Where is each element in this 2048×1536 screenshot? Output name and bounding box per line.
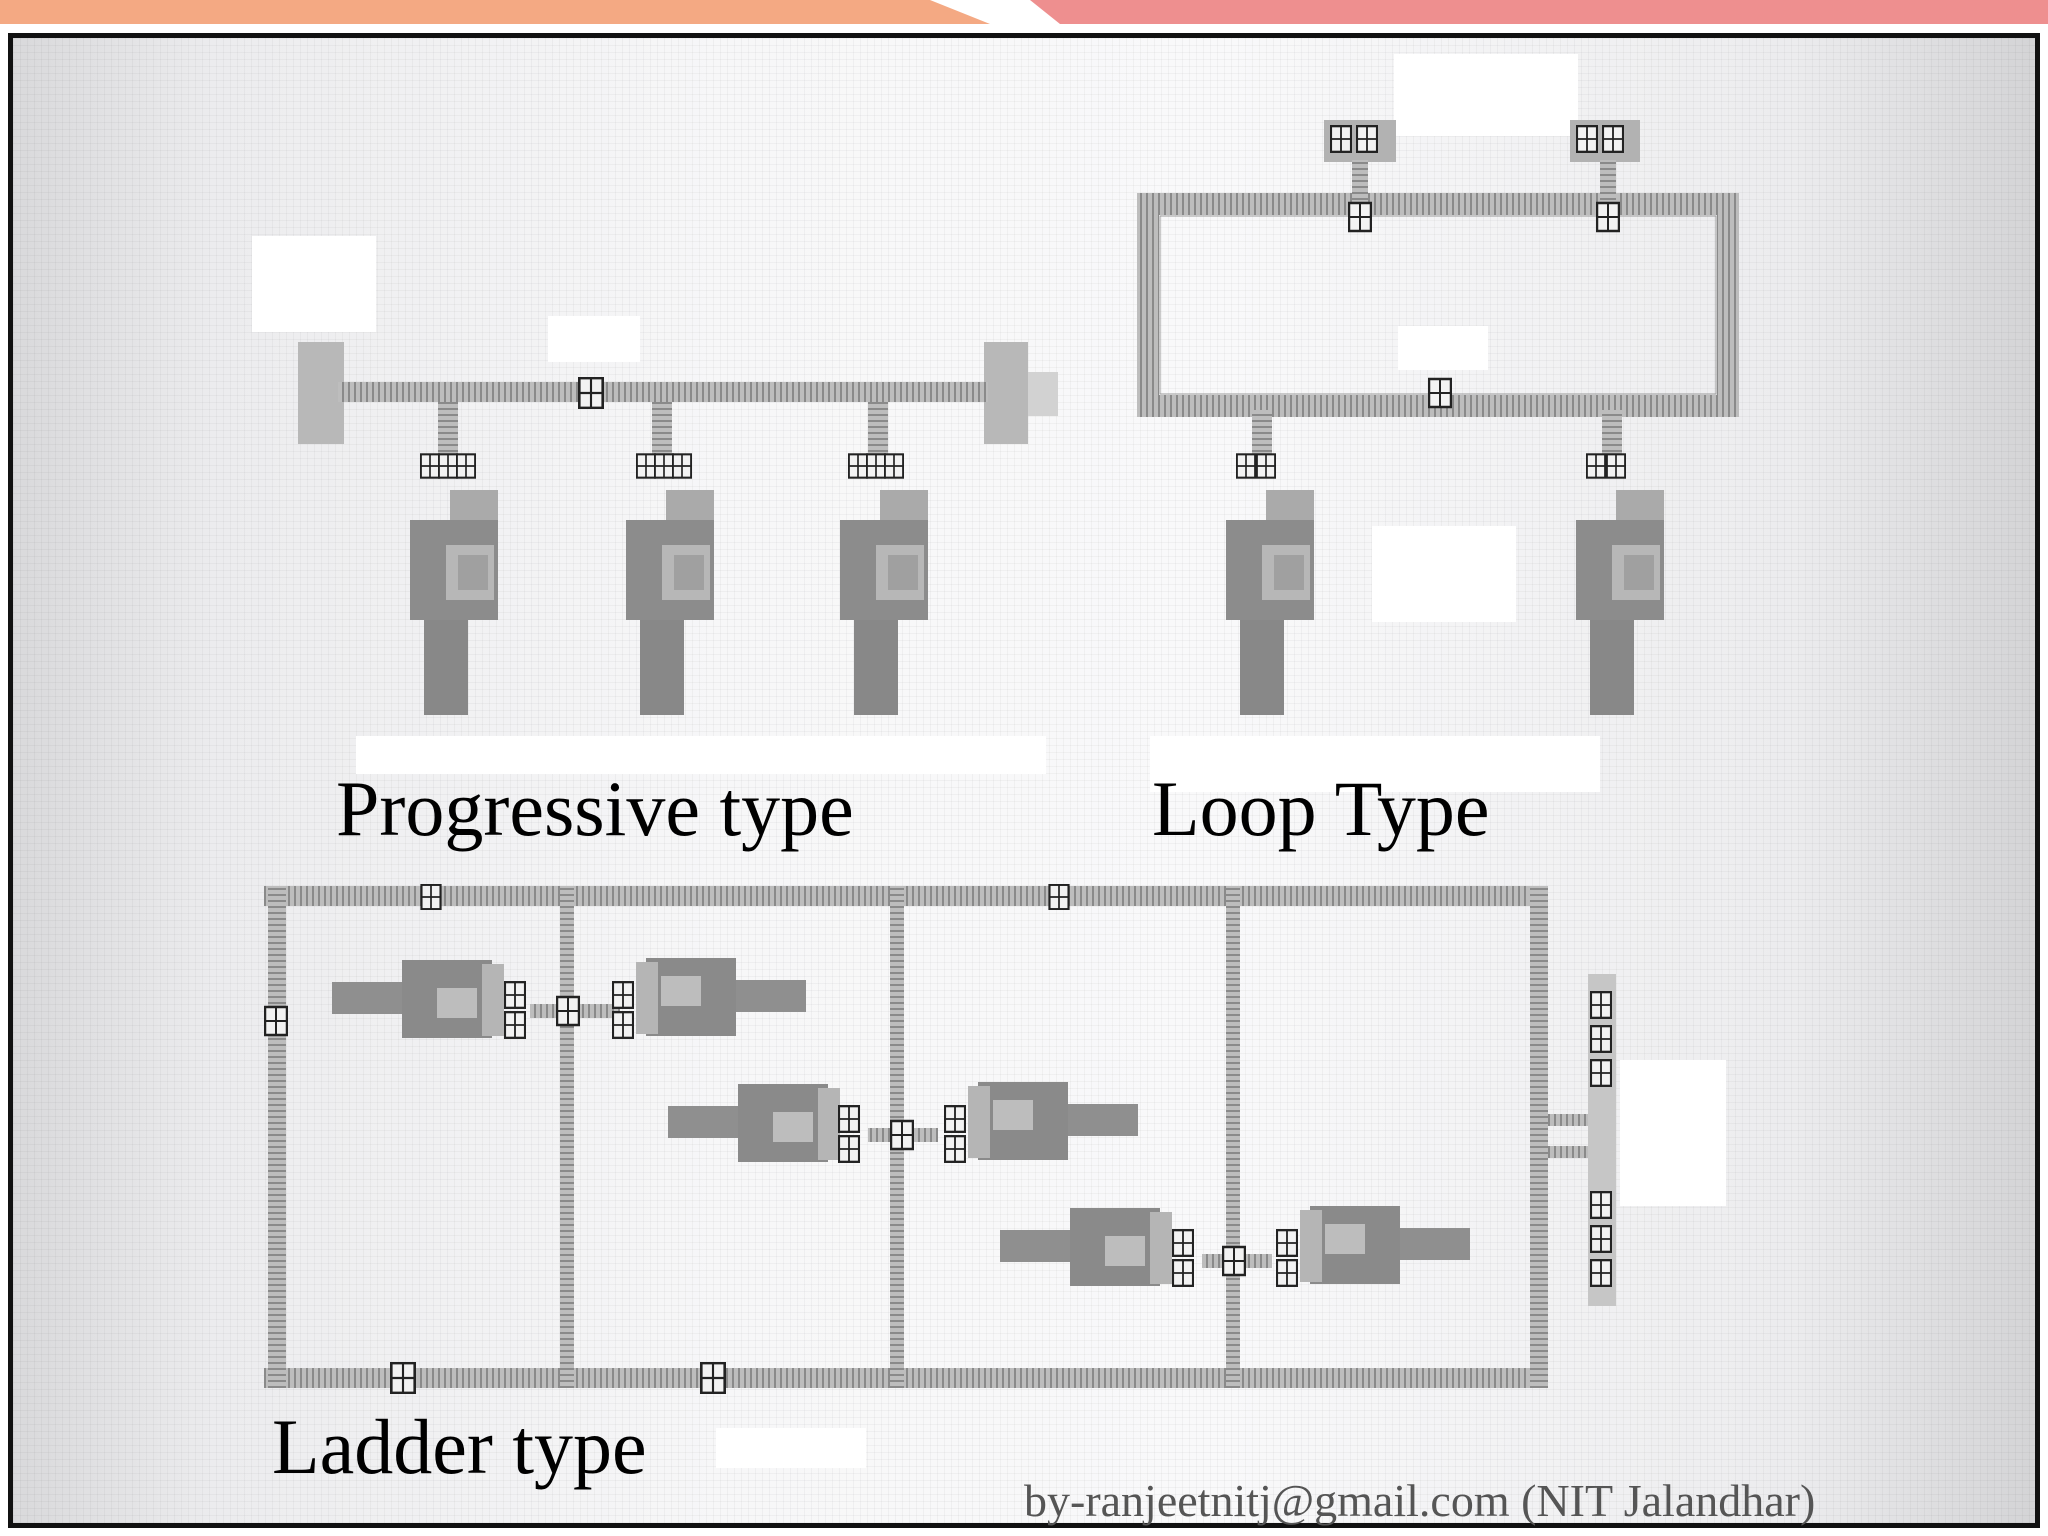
loading-bay-icon bbox=[968, 1082, 1138, 1160]
ladder-type-label: Ladder type bbox=[272, 1403, 647, 1490]
accent-band-shape bbox=[0, 0, 2048, 24]
loading-bay-icon bbox=[1226, 490, 1314, 715]
footer-credit: by-ranjeetnitj@gmail.com (NIT Jalandhar) bbox=[1024, 1475, 1816, 1526]
loading-bay-icon bbox=[668, 1084, 840, 1162]
loop-type-label: Loop Type bbox=[1152, 765, 1490, 852]
ladder-layout bbox=[264, 884, 1616, 1394]
ladder-bottom-track bbox=[264, 1368, 1548, 1388]
loading-bay-icon bbox=[1000, 1208, 1172, 1286]
loading-bay-icon bbox=[1300, 1206, 1470, 1284]
progressive-switch-cluster-3 bbox=[848, 453, 904, 479]
loading-bay-icon bbox=[332, 960, 504, 1038]
ladder-top-track bbox=[264, 886, 1548, 906]
loading-bay-icon bbox=[840, 490, 928, 715]
background-patches bbox=[252, 54, 1726, 1468]
title-accent-band bbox=[0, 0, 2048, 30]
progressive-main-track bbox=[338, 382, 988, 402]
progressive-type-label: Progressive type bbox=[336, 765, 854, 852]
point-switch-icon bbox=[578, 377, 604, 409]
loop-track bbox=[1137, 193, 1739, 417]
progressive-end-buffer-left bbox=[298, 342, 344, 444]
progressive-end-buffer-right bbox=[984, 342, 1028, 444]
point-switch-icon bbox=[1330, 124, 1352, 154]
loading-bay-icon bbox=[410, 490, 498, 715]
progressive-layout bbox=[298, 342, 1058, 715]
progressive-switch-cluster-1 bbox=[420, 453, 476, 479]
loop-layout bbox=[1137, 120, 1739, 715]
loading-bay-icon bbox=[636, 958, 806, 1036]
loading-bay-icon bbox=[626, 490, 714, 715]
progressive-switch-cluster-2 bbox=[636, 453, 692, 479]
loading-bay-icon bbox=[1576, 490, 1664, 715]
